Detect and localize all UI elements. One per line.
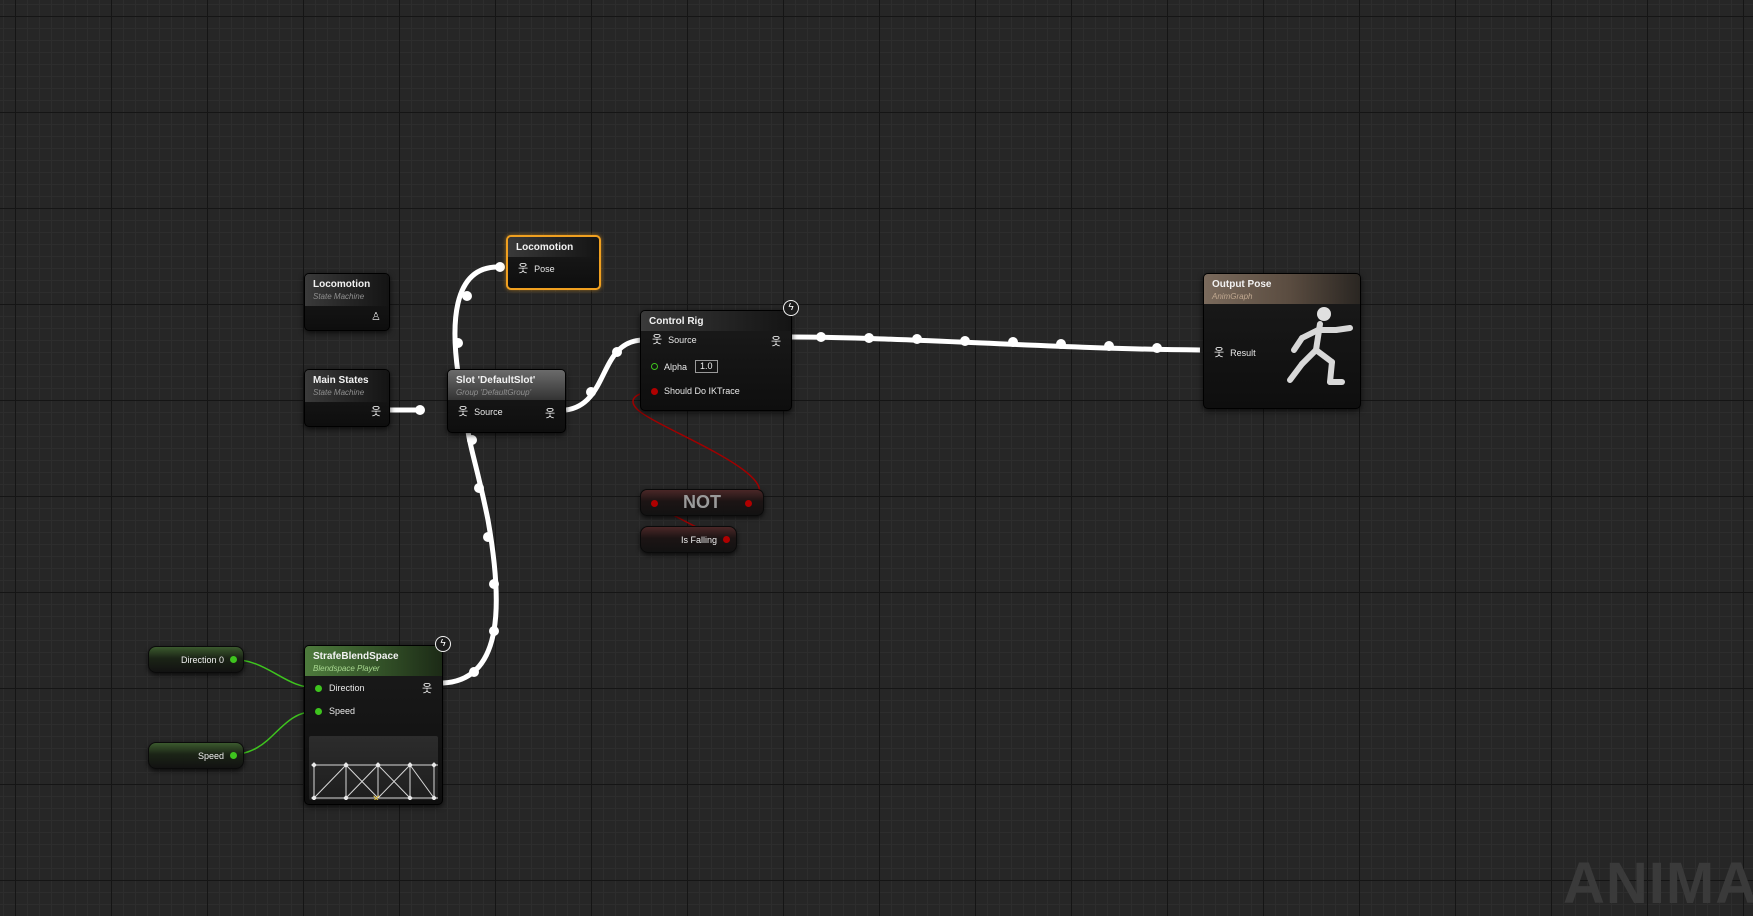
ik-trace-input-pin[interactable]: Should Do IKTrace <box>651 386 740 396</box>
pose-icon: 웃 <box>518 263 529 275</box>
blendspace-preview: ✕ <box>309 736 442 805</box>
node-title: StrafeBlendSpace <box>313 651 399 662</box>
graph-watermark: ANIMAT <box>1563 851 1753 916</box>
float-pin-icon <box>315 684 322 692</box>
speed-input-pin[interactable]: Speed <box>315 706 355 716</box>
wire-slot-to-locomotion[interactable] <box>452 264 501 374</box>
source-input-pin[interactable]: 웃 Source <box>652 334 697 346</box>
bool-output-pin[interactable] <box>745 500 752 507</box>
node-title: Locomotion <box>516 242 574 253</box>
node-subtitle: State Machine <box>313 292 365 301</box>
node-subtitle: State Machine <box>313 388 365 397</box>
bool-pin-icon <box>651 387 658 395</box>
source-input-pin[interactable]: 웃 Source <box>458 406 503 418</box>
result-input-pin[interactable]: 웃 Result <box>1214 347 1256 359</box>
slot-node[interactable]: Slot 'DefaultSlot' Group 'DefaultGroup' … <box>447 369 566 433</box>
lightning-icon: ϟ <box>435 636 451 652</box>
pin-label: Source <box>668 335 697 345</box>
pin-label: Result <box>1230 348 1256 358</box>
node-title: NOT <box>683 492 721 512</box>
bool-input-pin[interactable] <box>651 500 658 507</box>
pin-label: Pose <box>534 264 555 274</box>
pin-label: Source <box>474 407 503 417</box>
wire-blendspace-to-slot[interactable] <box>442 429 499 686</box>
locomotion-state-machine-node[interactable]: Locomotion State Machine ♙ <box>304 273 390 331</box>
wire-beads <box>415 262 1162 677</box>
pose-output-icon[interactable]: 웃 <box>545 408 556 420</box>
float-pin-icon <box>651 363 658 370</box>
node-subtitle: Group 'DefaultGroup' <box>456 388 532 397</box>
pin-label: Should Do IKTrace <box>664 386 740 396</box>
is-falling-node[interactable]: Is Falling <box>640 526 737 553</box>
node-title: Control Rig <box>649 316 704 327</box>
variable-label: Is Falling <box>680 534 717 545</box>
direction-variable-node[interactable]: Direction 0 <box>148 646 244 673</box>
main-states-node[interactable]: Main States State Machine 웃 <box>304 369 390 427</box>
pose-icon: 웃 <box>652 334 663 346</box>
node-subtitle: Blendspace Player <box>313 664 380 673</box>
state-machine-icon: ♙ <box>371 311 381 323</box>
variable-label: Speed <box>197 750 224 761</box>
pose-output-icon[interactable]: 웃 <box>371 406 382 418</box>
pose-output-icon[interactable]: 웃 <box>771 336 782 348</box>
direction-input-pin[interactable]: Direction <box>315 683 365 693</box>
speed-variable-node[interactable]: Speed <box>148 742 244 769</box>
node-title: Slot 'DefaultSlot' <box>456 375 536 386</box>
control-rig-node[interactable]: Control Rig 웃 Source 웃 Alpha 1.0 Should … <box>640 310 792 411</box>
alpha-value-field[interactable]: 1.0 <box>695 360 718 373</box>
pose-icon: 웃 <box>1214 347 1225 359</box>
pose-icon: 웃 <box>458 406 469 418</box>
lightning-icon: ϟ <box>783 300 799 316</box>
pin-label: Speed <box>329 706 356 716</box>
output-pose-node[interactable]: Output Pose AnimGraph 웃 Result <box>1203 273 1361 409</box>
wire-slot-to-controlrig[interactable] <box>565 337 645 413</box>
pin-label: Direction <box>329 683 365 693</box>
strafe-blendspace-node[interactable]: StrafeBlendSpace Blendspace Player Direc… <box>304 645 443 805</box>
float-output-pin[interactable] <box>230 656 237 663</box>
running-mannequin-icon <box>1287 307 1353 385</box>
wire-not-to-ik[interactable] <box>632 391 760 504</box>
node-title: Locomotion <box>313 279 371 290</box>
blendspace-grid-icon: ✕ <box>311 762 442 805</box>
float-output-pin[interactable] <box>230 752 237 759</box>
wire-controlrig-to-output[interactable] <box>791 334 1201 353</box>
node-subtitle: AnimGraph <box>1212 292 1253 301</box>
node-title: Main States <box>313 375 369 386</box>
variable-label: Direction 0 <box>180 654 224 665</box>
locomotion-pose-node[interactable]: Locomotion 웃 Pose <box>506 235 601 290</box>
float-pin-icon <box>315 707 322 715</box>
alpha-input-pin[interactable]: Alpha 1.0 <box>651 360 718 373</box>
pose-output-icon[interactable]: 웃 <box>422 683 433 695</box>
pose-input-pin[interactable]: 웃 Pose <box>518 263 555 275</box>
node-title: Output Pose <box>1212 279 1272 290</box>
pin-label: Alpha <box>664 361 688 372</box>
bool-output-pin[interactable] <box>723 536 730 543</box>
svg-text:✕: ✕ <box>372 794 380 800</box>
not-node[interactable]: NOT <box>640 489 764 516</box>
